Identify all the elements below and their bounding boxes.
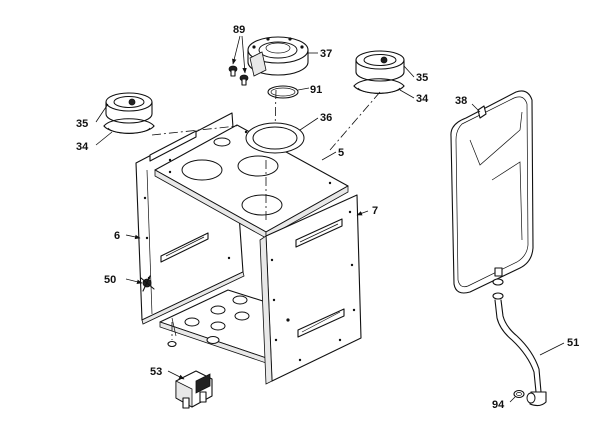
- valve-block: [175, 370, 213, 409]
- expansion-vessel: [450, 90, 534, 294]
- callout-37: 37: [320, 48, 332, 60]
- washer: [513, 389, 525, 399]
- callout-36: 36: [320, 112, 332, 124]
- callout-34-left: 34: [76, 141, 89, 153]
- air-intake-right: [355, 50, 405, 82]
- leader-lines: [95, 35, 565, 403]
- callout-91: 91: [310, 84, 322, 96]
- callout-35-left: 35: [76, 118, 88, 130]
- callout-94: 94: [492, 399, 505, 411]
- base-fitting: [167, 340, 177, 348]
- callout-38: 38: [455, 95, 467, 107]
- air-intake-left: [105, 92, 153, 124]
- top-cover: [154, 124, 349, 239]
- callout-50: 50: [104, 274, 116, 286]
- callout-34-right: 34: [416, 93, 429, 105]
- callout-labels: 89 37 91 35 34 36 5 35 34 38 7 6 50 53 5…: [76, 24, 579, 411]
- seal-left: [103, 118, 155, 134]
- o-ring: [267, 85, 299, 99]
- callout-53: 53: [150, 366, 162, 378]
- flexible-hose: [492, 292, 547, 407]
- callout-89: 89: [233, 24, 245, 36]
- drain-cock: [140, 275, 155, 292]
- flue-adaptor: [247, 36, 309, 77]
- callout-5: 5: [338, 147, 344, 159]
- callout-35-right: 35: [416, 72, 428, 84]
- seal-right: [353, 78, 405, 94]
- right-side-panel: [259, 194, 362, 385]
- callout-7: 7: [372, 205, 378, 217]
- gasket-ring: [245, 122, 305, 154]
- callout-51: 51: [567, 337, 579, 349]
- callout-6: 6: [114, 230, 120, 242]
- screws: [228, 65, 249, 86]
